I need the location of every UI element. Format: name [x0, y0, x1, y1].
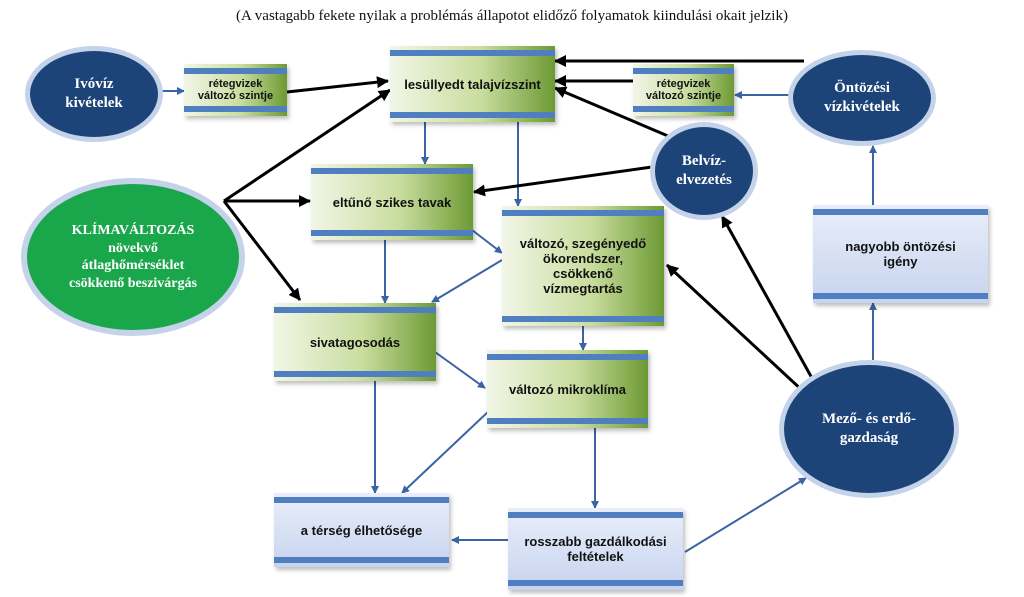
arrow-mikroklima-to-terseg	[401, 409, 491, 494]
arrow-okorendszer-to-sivatag	[431, 259, 503, 303]
lesullyedt-talajvizszint-box: lesüllyedt talajvízszint	[390, 46, 555, 122]
arrow-mezo-to-belviz	[720, 215, 815, 381]
arrow-sivatag-to-mikroklima	[434, 351, 486, 389]
arrow-belviz-to-eltuno	[473, 165, 653, 197]
retegvizek-right-box: rétegvizek változó szintje	[633, 64, 734, 116]
arrow-rosszabb-to-mezo	[684, 477, 807, 553]
mezo-es-erdogazdasag-node: Mező- és erdő- gazdaság	[779, 360, 959, 498]
ontozesi-vizkivetelek-node: Öntözési vízkivételek	[788, 50, 936, 146]
klimavaltozas-node: KLÍMAVÁLTOZÁS növekvő átlaghőmérséklet c…	[21, 178, 245, 336]
arrow-retegvizek-left-to-lesullyedt	[286, 76, 389, 94]
arrow-klima-to-lesullyedt	[223, 88, 391, 203]
arrow-mezo-to-okorendszer	[665, 263, 806, 394]
retegvizek-left-box: rétegvizek változó szintje	[184, 64, 287, 116]
eltuno-szikes-tavak-box: eltűnő szikes tavak	[311, 164, 473, 240]
rosszabb-gazdalkodasi-feltetelek-box: rosszabb gazdálkodási feltételek	[508, 508, 683, 590]
diagram-caption: (A vastagabb fekete nyilak a problémás á…	[236, 8, 788, 24]
terseg-elhetosege-box: a térség élhetősége	[274, 493, 449, 567]
belviz-elvezetes-node: Belvíz- elvezetés	[650, 122, 758, 220]
sivatagosodas-box: sivatagosodás	[274, 303, 436, 381]
valtozo-okorendszer-box: változó, szegényedő ökorendszer, csökken…	[502, 206, 664, 326]
arrow-eltuno-to-okorendszer	[471, 229, 503, 254]
ivoviz-kivetelek-node: Ivóvíz kivételek	[25, 46, 163, 142]
valtozo-mikroklima-box: változó mikroklíma	[487, 350, 648, 428]
arrow-klima-to-sivatag	[222, 200, 302, 301]
arrow-belviz-to-lesullyedt	[554, 86, 669, 138]
nagyobb-ontozesi-igeny-box: nagyobb öntözési igény	[813, 205, 988, 303]
